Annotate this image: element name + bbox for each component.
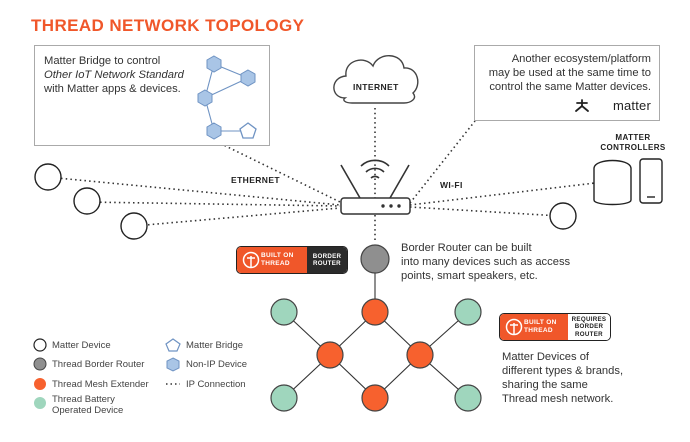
ecosystem-text-line3: control the same Matter devices. xyxy=(489,81,651,93)
bridge-text-line1: Matter Bridge to control xyxy=(44,55,161,67)
built-on-thread-border-router-badge: BUILT ON THREAD BORDER ROUTER xyxy=(236,246,348,274)
battery-device-node xyxy=(454,384,482,412)
legend-icons xyxy=(33,338,181,409)
router-speaker-link xyxy=(409,182,596,206)
matter-bridge-callout: Matter Bridge to control Other IoT Netwo… xyxy=(34,45,270,146)
router-device3-link xyxy=(133,207,341,227)
legend-non-ip: Non-IP Device xyxy=(186,359,248,370)
router-device4-link xyxy=(409,206,561,217)
ecosystem-callout: Another ecosystem/platform may be used a… xyxy=(474,45,660,121)
legend-matter-device: Matter Device xyxy=(52,340,111,351)
mesh-extender-node xyxy=(361,298,389,326)
legend-battery-device: Thread Battery Operated Device xyxy=(52,394,124,416)
wifi-label: WI-FI xyxy=(440,180,463,190)
ip-connections xyxy=(46,108,596,243)
legend-ip-connection: IP Connection xyxy=(186,379,246,390)
phone-icon xyxy=(639,158,663,204)
border-router-description: Border Router can be built into many dev… xyxy=(401,242,571,282)
legend-border-router-icon xyxy=(33,357,47,371)
legend-battery-device-icon xyxy=(34,397,46,409)
matter-controllers-label: MATTER CONTROLLERS xyxy=(600,133,666,152)
matter-device-node xyxy=(73,187,101,215)
internet-label: INTERNET xyxy=(353,82,399,92)
bridge-text-line3: with Matter apps & devices. xyxy=(44,83,181,95)
legend-mesh-extender-icon xyxy=(34,378,46,390)
border-router-node xyxy=(360,244,390,274)
mesh-nodes xyxy=(270,244,482,412)
battery-device-node xyxy=(270,384,298,412)
mesh-extender-node xyxy=(361,384,389,412)
ecosystem-text-line2: may be used at the same time to xyxy=(488,67,651,79)
router-device1-link xyxy=(46,176,341,206)
legend-matter-device-icon xyxy=(33,338,47,352)
matter-device-node xyxy=(120,212,148,240)
mesh-extender-node xyxy=(316,341,344,369)
battery-device-node xyxy=(454,298,482,326)
legend-matter-bridge-icon xyxy=(165,338,181,352)
mesh-extender-node xyxy=(406,341,434,369)
legend-mesh-extender: Thread Mesh Extender xyxy=(52,379,149,390)
mesh-description: Matter Devices of different types & bran… xyxy=(502,351,624,405)
matter-device-node xyxy=(549,202,577,230)
smart-speaker-icon xyxy=(593,159,632,206)
matter-device-node xyxy=(34,163,62,191)
legend-matter-bridge: Matter Bridge xyxy=(186,340,244,351)
battery-device-node xyxy=(270,298,298,326)
router-bridge-link xyxy=(194,130,341,203)
legend-border-router: Thread Border Router xyxy=(52,359,145,370)
internet-cloud-icon xyxy=(333,55,419,104)
matter-logo-text: matter xyxy=(612,98,651,113)
bridge-text-line2: Other IoT Network Standard xyxy=(44,69,184,81)
matter-devices xyxy=(34,163,577,240)
router-icon xyxy=(340,164,411,215)
wifi-icon xyxy=(360,159,390,179)
built-on-thread-requires-border-router-badge: BUILT ON THREAD REQUIRES BORDER ROUTER xyxy=(499,313,611,341)
ethernet-label: ETHERNET xyxy=(231,175,281,185)
page-title: THREAD NETWORK TOPOLOGY xyxy=(31,16,305,35)
legend-non-ip-icon xyxy=(166,357,180,372)
ecosystem-text-line1: Another ecosystem/platform xyxy=(511,53,651,65)
router-device2-link xyxy=(85,201,341,207)
router-ecosystem-link xyxy=(409,120,476,204)
